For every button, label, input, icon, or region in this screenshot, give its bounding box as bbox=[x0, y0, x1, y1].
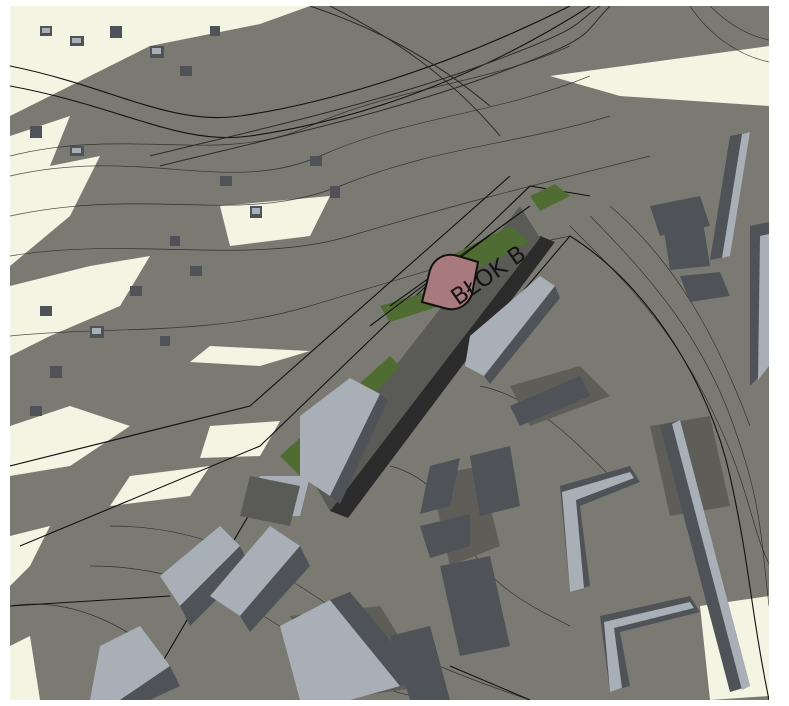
site-map: BŁOK B bbox=[10, 6, 769, 700]
terrain-base bbox=[10, 6, 769, 700]
project-site bbox=[240, 184, 570, 526]
railway bbox=[149, 6, 611, 167]
residential-buildings bbox=[30, 26, 340, 416]
apartment-blocks bbox=[390, 132, 769, 700]
